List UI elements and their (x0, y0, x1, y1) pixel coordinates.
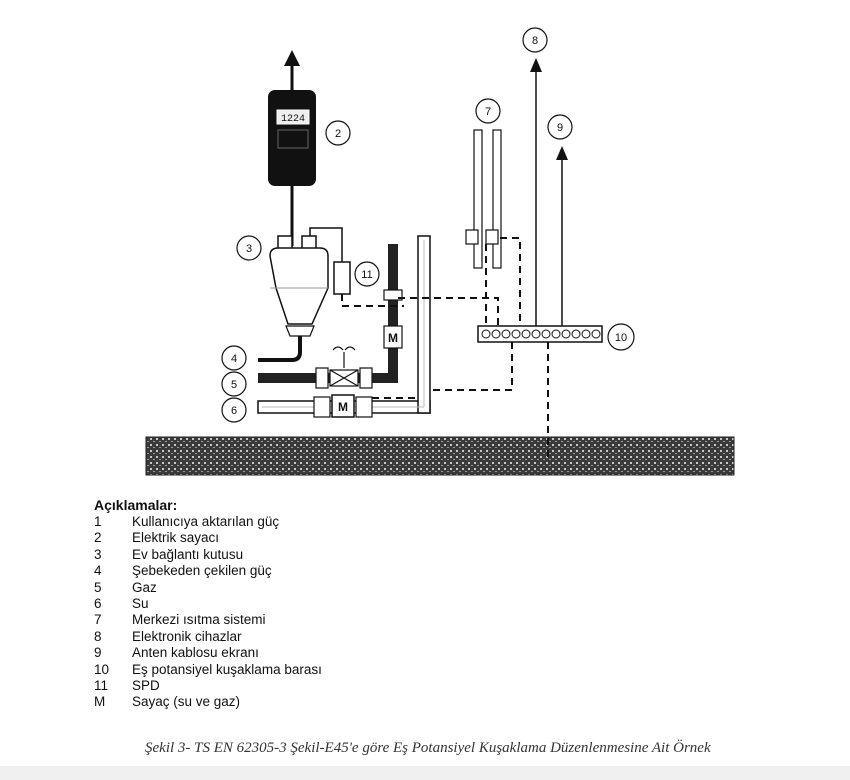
legend-item-text: SPD (132, 677, 160, 693)
electronics-arrow (530, 58, 542, 72)
grid-supply-cable (258, 336, 302, 362)
legend-item-text: Su (132, 595, 149, 611)
legend-item-key: 6 (94, 595, 102, 611)
callout-2: 2 (325, 120, 351, 146)
legend-item: 9 Anten kablosu ekranı (94, 645, 614, 661)
legend-item-text: Sayaç (su ve gaz) (132, 694, 241, 710)
legend-item: 2 Elektrik sayacı (94, 530, 614, 546)
legend-item-text: Kullanıcıya aktarılan güç (132, 514, 280, 529)
callout-6: 6 (221, 397, 247, 423)
svg-text:8: 8 (532, 35, 538, 47)
central-heating-pipes (465, 129, 502, 269)
spd-device (333, 261, 351, 295)
callout-11: 11 (354, 261, 380, 287)
water-meter: M (313, 394, 373, 418)
antenna-arrow (556, 146, 568, 160)
legend-item-key: 1 (94, 514, 102, 529)
svg-text:10: 10 (615, 332, 627, 344)
legend-item-text: Merkezi ısıtma sistemi (132, 612, 266, 628)
legend-item: 8 Elektronik cihazlar (94, 629, 614, 645)
power-to-user-arrow (284, 50, 300, 66)
legend-item-key: 5 (94, 579, 102, 595)
legend-item-key: 7 (94, 612, 102, 628)
legend-item: 10 Eş potansiyel kuşaklama barası (94, 662, 614, 678)
svg-text:5: 5 (231, 379, 237, 391)
legend-item: 7 Merkezi ısıtma sistemi (94, 612, 614, 628)
legend-item-key: 11 (94, 677, 109, 693)
bonding-diagram: 1224 M M (145, 27, 735, 476)
legend-item-text: Elektrik sayacı (132, 530, 220, 546)
legend-title: Açıklamalar: (94, 497, 178, 513)
legend-item: 3 Ev bağlantı kutusu (94, 547, 614, 563)
legend-item-text: Elektronik cihazlar (132, 628, 242, 644)
callout-3: 3 (236, 235, 262, 261)
legend-item: 4 Şebekeden çekilen güç (94, 563, 614, 579)
earth-ground (145, 436, 735, 476)
gas-clamp (383, 289, 403, 301)
legend-item: M Sayaç (su ve gaz) (94, 694, 614, 710)
svg-text:7: 7 (485, 106, 491, 118)
svg-text:6: 6 (231, 405, 237, 417)
page-bottom-strip (0, 766, 850, 780)
legend-item: 1 Kullanıcıya aktarılan güç (94, 514, 614, 530)
legend-item-key: 10 (94, 661, 110, 677)
house-connection-box (269, 235, 329, 337)
legend-item-key: 2 (94, 530, 102, 546)
callout-5: 5 (221, 371, 247, 397)
callout-10: 10 (607, 323, 635, 351)
legend-item-key: 4 (94, 563, 102, 579)
legend-item-text: Ev bağlantı kutusu (132, 546, 244, 562)
legend-item-key: 9 (94, 645, 102, 661)
svg-text:4: 4 (231, 353, 237, 365)
svg-text:M: M (338, 400, 348, 414)
legend-item-text: Eş potansiyel kuşaklama barası (132, 661, 322, 677)
meter-display: 1224 (281, 114, 305, 125)
callout-7: 7 (475, 98, 501, 124)
gas-meter-box (383, 325, 403, 349)
legend-item: 11 SPD (94, 678, 614, 694)
svg-text:3: 3 (246, 243, 252, 255)
callout-4: 4 (221, 345, 247, 371)
legend-item-key: 3 (94, 546, 102, 562)
electric-meter: 1224 (268, 90, 316, 186)
svg-text:2: 2 (335, 128, 341, 140)
legend-item-key: 8 (94, 628, 102, 644)
legend-item-text: Gaz (132, 579, 157, 595)
bonding-conductors (341, 237, 549, 458)
gas-pipe-vertical (388, 244, 398, 383)
callout-9: 9 (547, 114, 573, 140)
gas-valve (315, 346, 373, 389)
legend-item: 6 Su (94, 596, 614, 612)
spd-wire (309, 227, 343, 262)
legend-item-text: Şebekeden çekilen güç (132, 563, 272, 579)
legend-item-key: M (94, 694, 106, 710)
gas-meter-letter: M (388, 331, 398, 345)
figure-caption: Şekil 3- TS EN 62305-3 Şekil-E45'e göre … (145, 740, 711, 756)
legend-list: 1 Kullanıcıya aktarılan güç 2 Elektrik saya… (94, 514, 614, 711)
legend-item: 5 Gaz (94, 580, 614, 596)
legend-item-text: Anten kablosu ekranı (132, 645, 259, 661)
svg-text:9: 9 (557, 122, 563, 134)
bonding-bar (477, 325, 603, 343)
callout-8: 8 (522, 27, 548, 53)
svg-text:11: 11 (361, 269, 372, 281)
